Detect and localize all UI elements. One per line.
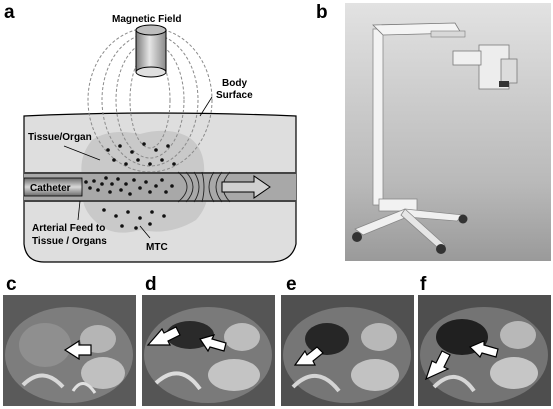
panel-label-b: b <box>316 2 328 23</box>
mri-arrow-icon <box>293 346 324 366</box>
mri-image-f <box>418 295 551 406</box>
label-arterial-feed-line2: Tissue / Organs <box>32 236 107 247</box>
label-body-line1: Body <box>222 78 247 89</box>
catheter <box>23 177 83 197</box>
panel-label-c: c <box>6 274 17 295</box>
label-arterial-feed-line1: Arterial Feed to <box>32 223 105 234</box>
panel-label-f: f <box>420 274 427 295</box>
panel-label-a: a <box>4 2 15 23</box>
device-photo <box>345 3 551 261</box>
label-body-line2: Surface <box>216 90 253 101</box>
panel-label-e: e <box>286 274 297 295</box>
label-magnetic-field: Magnetic Field <box>112 14 181 25</box>
mri-arrow-icon <box>424 350 451 381</box>
mri-arrow-icon <box>146 326 181 346</box>
mri-arrow-icon <box>199 334 227 353</box>
label-mtc: MTC <box>146 242 168 253</box>
label-tissue-organ: Tissue/Organ <box>28 132 92 143</box>
mri-image-d <box>142 295 275 406</box>
mri-image-e <box>281 295 414 406</box>
schematic-diagram: Magnetic Field Body Surface Tissue/Organ… <box>23 14 297 263</box>
mri-arrow-icon <box>468 340 499 359</box>
flow-arrow-icon <box>221 175 271 199</box>
panel-label-d: d <box>145 274 157 295</box>
mri-image-c <box>3 295 136 406</box>
mri-arrow-icon <box>63 339 92 361</box>
magnet-icon <box>135 24 167 78</box>
mtc-particles <box>84 142 176 230</box>
label-catheter: Catheter <box>30 183 71 194</box>
